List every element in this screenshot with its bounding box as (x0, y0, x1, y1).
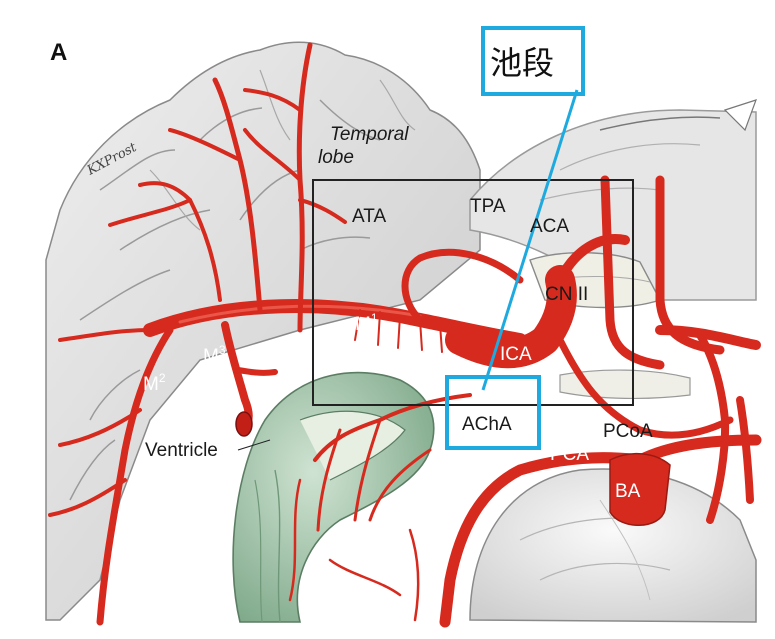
pcoa-artery (556, 336, 734, 439)
ica-artery (445, 265, 577, 369)
arteries (48, 42, 762, 628)
zoom-box (312, 179, 634, 406)
pcoa-label: PCoA (603, 421, 653, 442)
pca-left (439, 452, 646, 628)
ba-label: BA (615, 481, 641, 502)
aca-label: ACA (530, 216, 569, 237)
m2-segment (96, 326, 174, 626)
m2-label: M2 (143, 371, 166, 395)
temporal-lobe (45, 41, 481, 621)
frontal-region (469, 99, 757, 301)
ica-label: ICA (500, 344, 532, 365)
acha-label: AChA (462, 414, 512, 435)
m3-label: M3 (203, 343, 226, 367)
m1-label: M1 (355, 311, 378, 335)
basilar-artery (609, 452, 671, 526)
retractor-icon (723, 99, 757, 132)
panel-letter: A (50, 39, 67, 66)
ventricle-label: Ventricle (145, 440, 218, 461)
cn2-label: CN II (545, 284, 588, 305)
aca-artery (555, 234, 630, 285)
acha-highlight-box (445, 375, 541, 450)
tpa-artery (401, 248, 524, 324)
callout-box (481, 26, 585, 96)
m1-segment (143, 299, 527, 347)
pca-label: PCA (550, 444, 589, 465)
temporal-label: Temporal (330, 124, 409, 145)
lobe-label: lobe (318, 147, 354, 168)
tpa-label: TPA (470, 196, 506, 217)
callout-text: 池段 (490, 44, 554, 82)
ventricle-leader (237, 439, 271, 451)
aca-a2 (600, 175, 665, 370)
ata-label: ATA (352, 206, 386, 227)
callout-pointer (481, 89, 579, 391)
